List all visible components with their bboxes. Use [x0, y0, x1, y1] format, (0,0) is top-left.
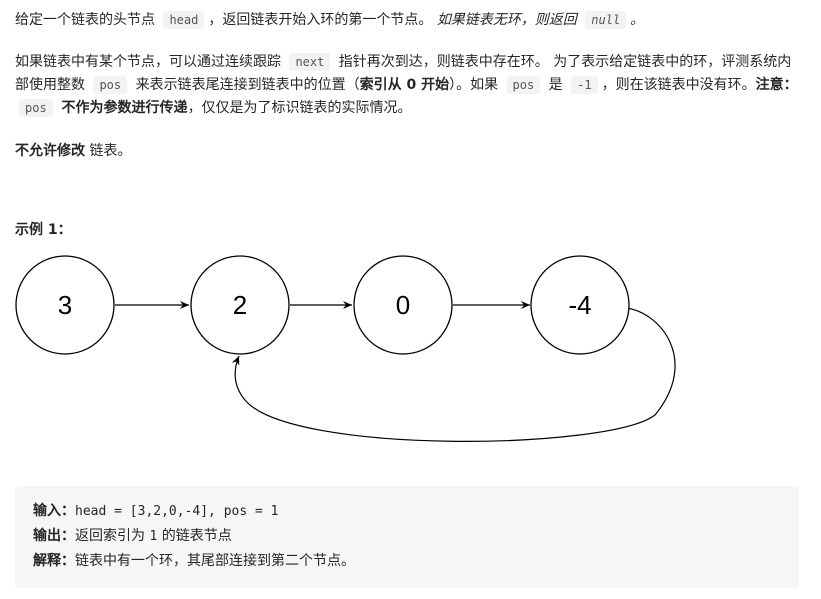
- explanation-line: 解释：链表中有一个环，其尾部连接到第二个节点。: [33, 550, 355, 572]
- no-modify-note: 不允许修改 链表。: [15, 143, 132, 159]
- node-value: -4: [568, 290, 591, 320]
- example-title: 示例 1：: [15, 222, 72, 238]
- output-label: 输出：: [33, 528, 75, 544]
- node-value: 2: [233, 290, 247, 320]
- node: 2: [190, 255, 290, 355]
- input-label: 输入：: [33, 503, 75, 519]
- problem-description: 如果链表中有某个节点，可以通过连续跟踪 next 指针再次到达，则链表中存在环。…: [15, 53, 798, 117]
- problem-intro: 给定一个链表的头节点 head，返回链表开始入环的第一个节点。 如果链表无环，则…: [15, 9, 805, 31]
- index-note: 索引从 0 开始: [359, 77, 450, 93]
- example-box: 输入：head = [3,2,0,-4], pos = 1 输出：返回索引为 1…: [15, 486, 799, 588]
- input-value: head = [3,2,0,-4], pos = 1: [75, 504, 279, 519]
- intro-italic: 如果链表无环，则返回 null。: [436, 11, 645, 29]
- not-param-note: 不作为参数进行传递: [56, 100, 188, 116]
- no-modify-bold: 不允许修改: [15, 143, 85, 159]
- node: 3: [15, 255, 115, 355]
- input-line: 输入：head = [3,2,0,-4], pos = 1: [33, 500, 279, 523]
- neg-one-code: -1: [571, 76, 598, 94]
- explain-label: 解释：: [33, 553, 75, 569]
- node-value: 3: [58, 290, 72, 320]
- intro-text-2: ，返回链表开始入环的第一个节点。: [208, 12, 437, 28]
- next-code: next: [289, 53, 331, 71]
- pos-code-3: pos: [19, 99, 53, 117]
- node: 0: [353, 255, 453, 355]
- intro-text: 给定一个链表的头节点: [15, 12, 160, 28]
- note-label: 注意：: [755, 77, 798, 93]
- pos-code-2: pos: [506, 76, 541, 94]
- output-code: 1: [149, 529, 158, 544]
- explain-value: 链表中有一个环，其尾部连接到第二个节点。: [75, 553, 355, 569]
- head-code: head: [163, 11, 205, 29]
- pos-code: pos: [93, 76, 128, 94]
- output-line: 输出：返回索引为 1 的链表节点: [33, 528, 232, 544]
- linked-list-diagram: 3 2 0 -4: [15, 255, 676, 442]
- null-code: null: [585, 11, 627, 29]
- cycle-arrow: [231, 307, 676, 442]
- node: -4: [530, 255, 630, 355]
- node-value: 0: [396, 290, 410, 320]
